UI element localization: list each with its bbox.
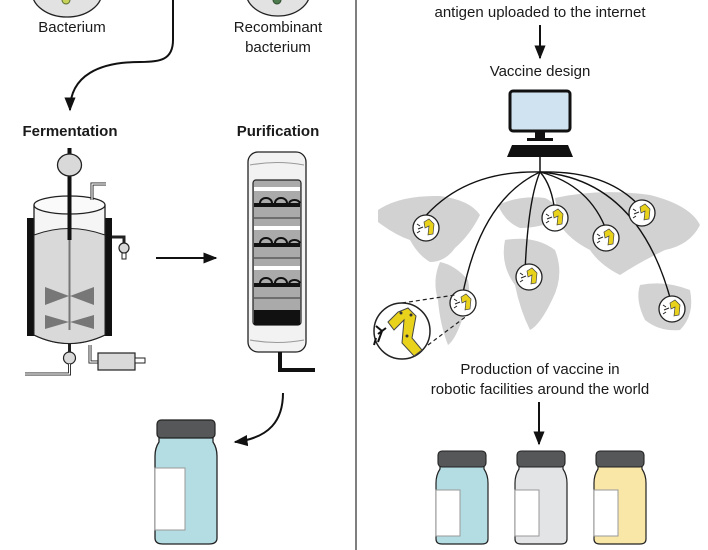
robot-facility-africa-icon [515, 263, 543, 291]
computer-icon [507, 89, 573, 172]
purification-title: Purification [236, 123, 320, 140]
vaccine-vial-grey-icon [514, 450, 568, 545]
production-caption-line1: Production of vaccine in [460, 361, 620, 378]
robot-facility-east-asia-icon [628, 199, 656, 227]
recombinant-label-line1: Recombinant [233, 19, 323, 36]
vaccine-vial-blue-icon [435, 450, 489, 545]
fermentation-title: Fermentation [22, 123, 118, 140]
production-caption-line2: robotic facilities around the world [430, 381, 650, 398]
vaccine-vial-yellow-icon [593, 450, 647, 545]
purification-column-icon [247, 151, 315, 372]
top-caption: antigen uploaded to the internet [434, 4, 646, 21]
robot-facility-south-america-icon [449, 289, 477, 317]
vaccine-vial-icon [154, 419, 218, 545]
magnified-robot-icon [373, 294, 469, 360]
vaccine-design-label: Vaccine design [489, 63, 591, 80]
bacterium-dish-icon [33, 0, 101, 18]
bacterium-label: Bacterium [38, 19, 106, 36]
fermenter-tank-icon [25, 148, 146, 376]
robot-facility-australia-icon [658, 295, 686, 323]
robot-facility-europe-icon [541, 204, 569, 232]
robot-facility-north-america-icon [412, 214, 440, 242]
recombinant-label-line2: bacterium [245, 39, 311, 56]
arrow-to-fermentation [64, 0, 174, 112]
recombinant-dish-icon [247, 0, 309, 17]
arrow-to-vial [233, 392, 284, 447]
robot-facility-asia-icon [592, 224, 620, 252]
